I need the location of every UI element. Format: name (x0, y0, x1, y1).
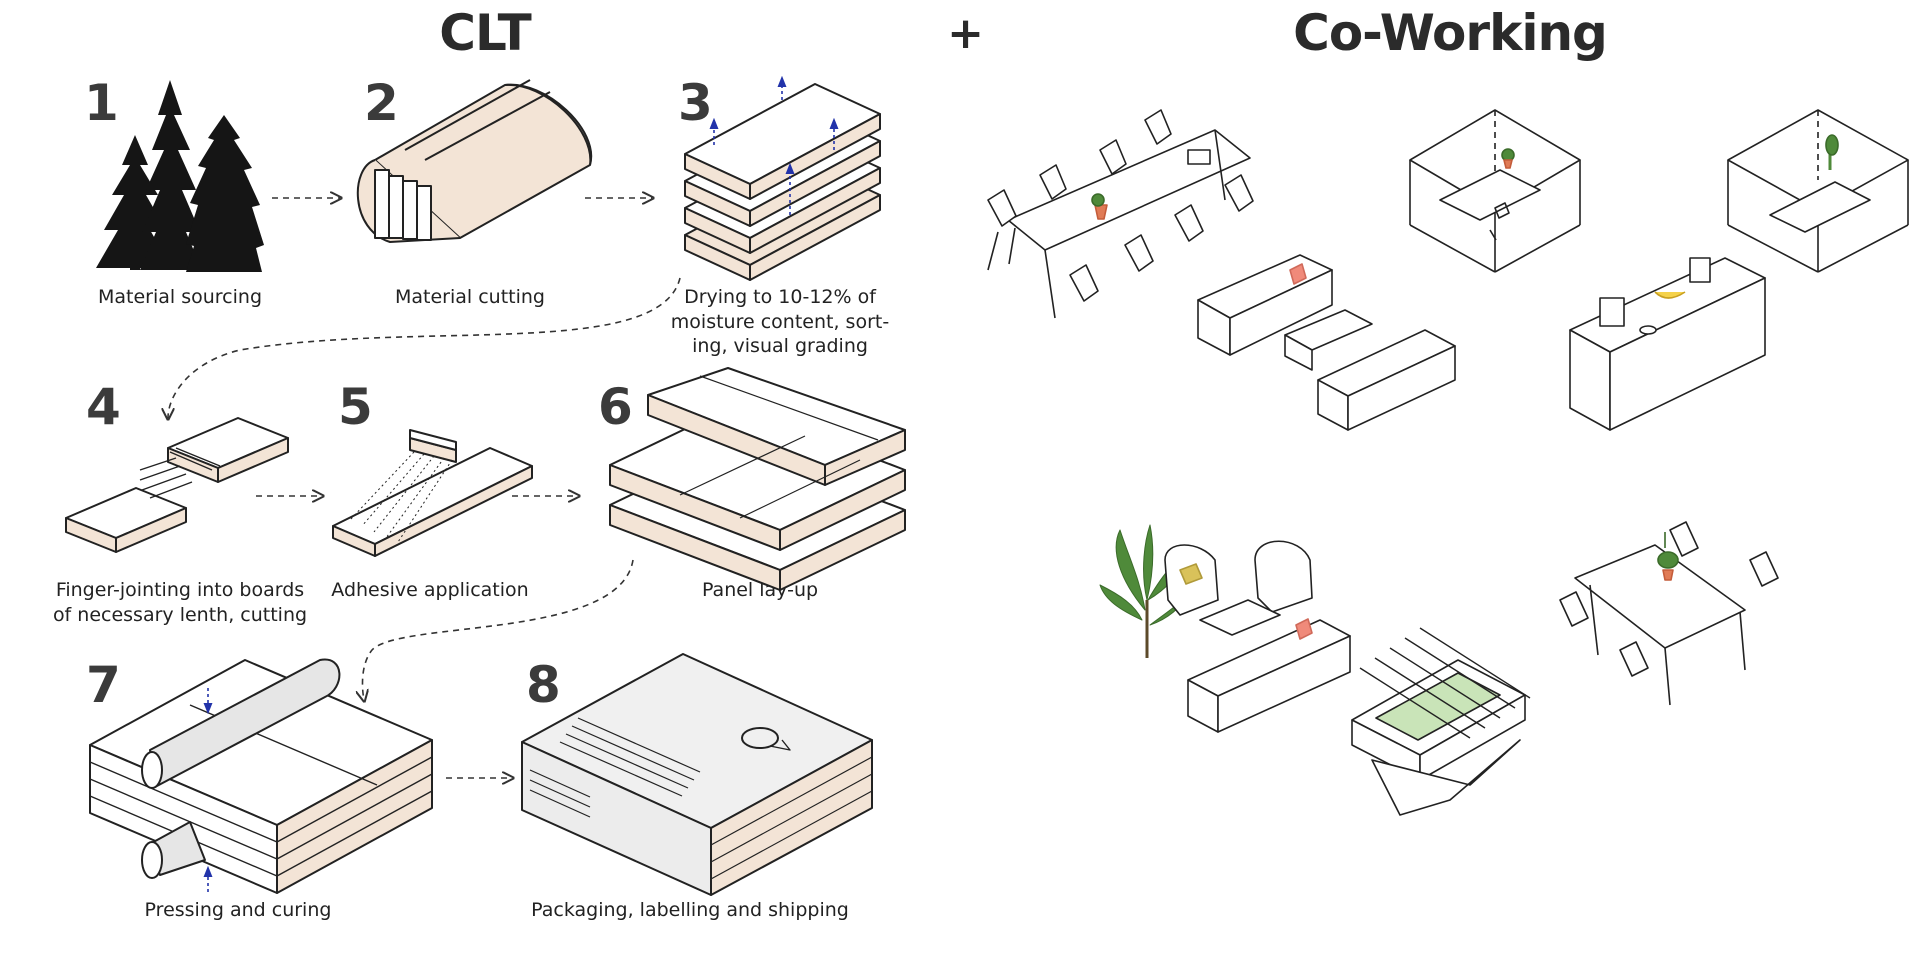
step-caption-3-line-2: moisture content, sort- (670, 310, 890, 333)
plus-sign: + (947, 8, 984, 59)
step-caption-1: Material sourcing (97, 286, 262, 308)
finger-joint-icon (65, 417, 289, 553)
coworking-title: Co-Working (1293, 4, 1608, 62)
step-caption-4: Finger-jointing into boards of necessary… (40, 578, 320, 627)
lounge-chairs-icon (1099, 524, 1351, 733)
step-caption-4-line-2: of necessary lenth, cutting (52, 603, 308, 626)
step-caption-2: Material cutting (395, 286, 545, 308)
step-number-6: 6 (598, 378, 633, 436)
step-caption-4-line-1: Finger-jointing into boards (55, 579, 305, 601)
step-number-2: 2 (364, 74, 399, 132)
step-caption-3: Drying to 10-12% of moisture content, so… (660, 285, 900, 359)
panel-layup-icon (609, 367, 906, 591)
step-number-8: 8 (526, 656, 561, 714)
clt-title: CLT (439, 4, 531, 62)
step-caption-3-line-3: ing, visual grading (692, 335, 868, 358)
step-caption-8: Packaging, labelling and shipping (531, 899, 849, 921)
log-cutting-icon (356, 79, 593, 243)
step-number-5: 5 (338, 378, 373, 436)
foosball-table-icon (1351, 627, 1531, 816)
step-caption-7: Pressing and curing (144, 899, 332, 921)
tree-silhouettes-icon (96, 80, 264, 272)
adhesive-icon (332, 429, 533, 557)
package-icon (521, 653, 873, 896)
step-number-4: 4 (86, 378, 121, 436)
step-number-7: 7 (86, 656, 121, 714)
step-number-3: 3 (678, 74, 713, 132)
private-office-icon (1409, 109, 1581, 273)
meeting-table-icon (987, 109, 1254, 319)
step-caption-5: Adhesive application (331, 579, 529, 601)
meeting-room-icon (1727, 109, 1909, 273)
process-arrows (168, 198, 681, 778)
step-caption-3-line-1: Drying to 10-12% of (684, 286, 876, 308)
dining-table-icon (1559, 521, 1779, 706)
kitchen-counter-icon (1569, 257, 1766, 431)
stacked-boards-icon (684, 75, 881, 281)
press-rollers-icon (89, 658, 433, 894)
arrow-6-7 (362, 559, 634, 700)
step-number-1: 1 (84, 74, 119, 132)
arrow-3-4 (168, 277, 681, 418)
sofa-lounge-icon (1197, 254, 1456, 431)
